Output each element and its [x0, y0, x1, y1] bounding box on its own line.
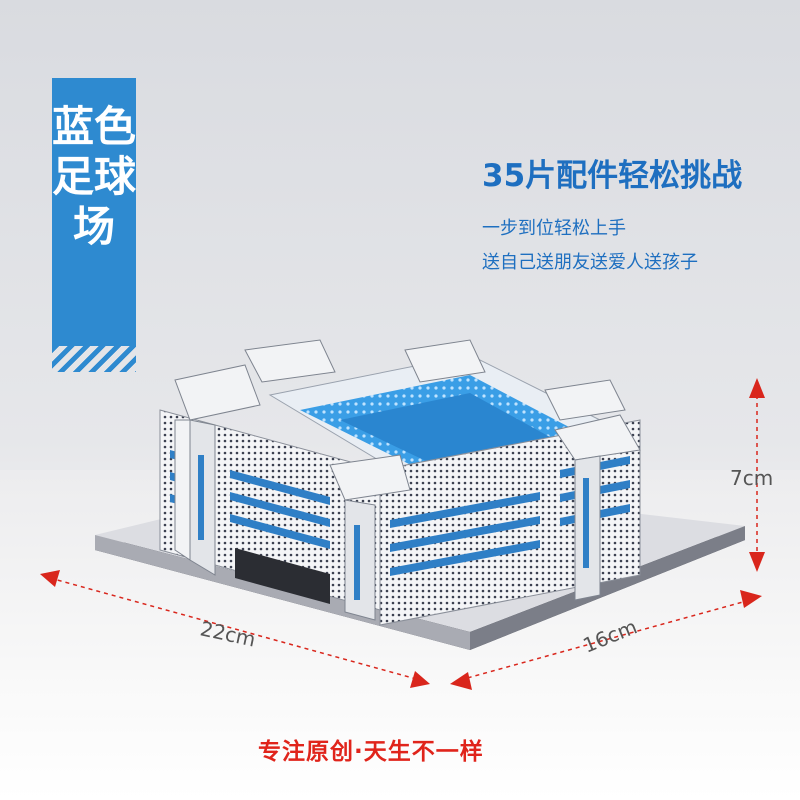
depth-dimension-line — [459, 599, 751, 681]
height-arrow-top — [749, 378, 765, 398]
subline-gift: 送自己送朋友送爱人送孩子 — [482, 252, 698, 273]
corner-towers — [174, 339, 641, 621]
depth-arrow-left — [450, 672, 472, 690]
width-arrow-right — [410, 671, 430, 688]
height-label: 7cm — [730, 466, 774, 490]
subline-easy: 一步到位轻松上手 — [482, 218, 626, 239]
height-arrow-bottom — [749, 552, 765, 572]
product-name: 蓝色足球场 — [52, 102, 137, 251]
slogan: 专注原创·天生不一样 — [258, 739, 484, 765]
headline: 35片配件轻松挑战 — [482, 158, 743, 194]
depth-arrow-right — [740, 590, 762, 608]
product-name-banner: 蓝色足球场 — [52, 78, 137, 372]
width-arrow-left — [40, 570, 60, 587]
